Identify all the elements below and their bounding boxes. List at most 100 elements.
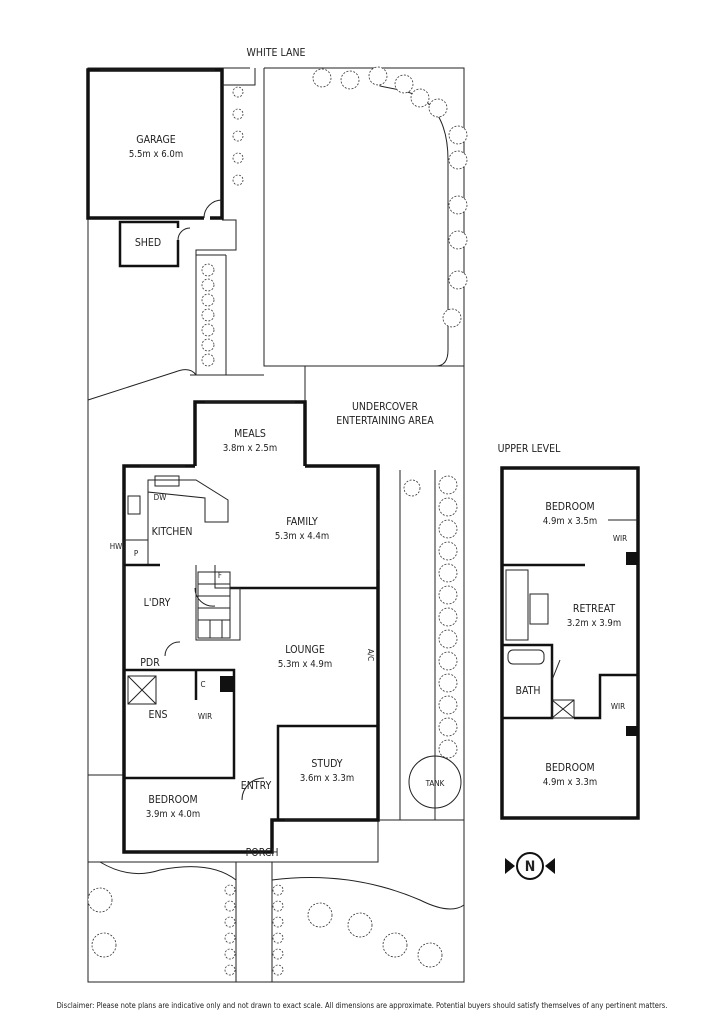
upper-wir1-label: WIR <box>613 534 627 543</box>
dw-label: DW <box>154 493 167 502</box>
tree-icon <box>224 948 236 960</box>
lounge-label: LOUNGE <box>285 644 325 656</box>
shed-label: SHED <box>135 237 161 249</box>
family-dim: 5.3m x 4.4m <box>275 531 329 542</box>
tree-icon <box>448 230 468 250</box>
upper-wir2-label: WIR <box>611 702 625 711</box>
garage-dim: 5.5m x 6.0m <box>129 149 183 160</box>
garage <box>86 68 224 220</box>
tree-icon <box>438 519 458 539</box>
meals-label: MEALS <box>234 428 266 440</box>
tree-icon <box>340 70 360 90</box>
tree-icon <box>448 195 468 215</box>
tree-icon <box>224 932 236 944</box>
tree-icon <box>232 108 244 120</box>
wir-label: WIR <box>198 712 212 721</box>
tree-icon <box>438 585 458 605</box>
tree-icon <box>232 152 244 164</box>
tree-icon <box>448 125 468 145</box>
tree-icon <box>232 86 244 98</box>
shed <box>118 220 191 268</box>
lawn-area <box>87 68 465 982</box>
study-label: STUDY <box>311 758 342 770</box>
hw-label: HW <box>110 542 123 551</box>
tree-icon <box>438 695 458 715</box>
undercover-label-2: ENTERTAINING AREA <box>336 415 434 427</box>
tree-icon <box>438 673 458 693</box>
bedroom-dim: 3.9m x 4.0m <box>146 809 200 820</box>
tree-icon <box>438 739 458 759</box>
tree-icon <box>394 74 414 94</box>
pdr-label: PDR <box>140 657 160 669</box>
upper-level-plan <box>500 466 640 820</box>
family-label: FAMILY <box>286 516 318 528</box>
tree-icon <box>347 912 373 938</box>
tree-icon <box>201 323 215 337</box>
house-walls <box>122 464 380 854</box>
tree-icon <box>224 916 236 928</box>
street-label: WHITE LANE <box>247 47 306 59</box>
retreat-dim: 3.2m x 3.9m <box>567 618 621 629</box>
tree-icon <box>201 353 215 367</box>
laundry-label: L'DRY <box>144 597 171 609</box>
tree-icon <box>442 308 462 328</box>
tree-icon <box>272 884 284 896</box>
tree-icon <box>224 884 236 896</box>
tank-label: TANK <box>425 779 445 788</box>
tree-icon <box>232 130 244 142</box>
upper-bedroom2-label: BEDROOM <box>545 762 594 774</box>
upper-bedroom2-dim: 4.9m x 3.3m <box>543 777 597 788</box>
tree-icon <box>201 308 215 322</box>
staircase <box>197 571 231 639</box>
tree-icon <box>438 629 458 649</box>
tree-icon <box>410 88 430 108</box>
tree-icon <box>368 66 388 86</box>
retreat-label: RETREAT <box>573 603 615 615</box>
cupboard-label: C <box>200 680 205 689</box>
tree-icon <box>272 916 284 928</box>
north-compass: N <box>505 852 555 880</box>
disclaimer: Disclaimer: Please note plans are indica… <box>57 1001 668 1010</box>
bedroom-label: BEDROOM <box>148 794 197 806</box>
tree-icon <box>224 900 236 912</box>
tree-icon <box>272 932 284 944</box>
tree-icon <box>91 932 117 958</box>
meals-dim: 3.8m x 2.5m <box>223 443 277 454</box>
tree-icon <box>428 98 448 118</box>
lounge-dim: 5.3m x 4.9m <box>278 659 332 670</box>
tree-icon <box>201 338 215 352</box>
tree-icon <box>438 497 458 517</box>
tree-icon <box>438 717 458 737</box>
bath-label: BATH <box>516 685 541 697</box>
study-dim: 3.6m x 3.3m <box>300 773 354 784</box>
trees <box>87 66 468 976</box>
tree-icon <box>232 174 244 186</box>
tree-icon <box>272 964 284 976</box>
compass-label: N <box>525 859 536 875</box>
upper-bedroom1-dim: 4.9m x 3.5m <box>543 516 597 527</box>
tree-icon <box>382 932 408 958</box>
tree-icon <box>438 607 458 627</box>
tree-icon <box>448 150 468 170</box>
tree-icon <box>201 263 215 277</box>
upper-bedroom1-label: BEDROOM <box>545 501 594 513</box>
porch-label: PORCH <box>246 847 279 859</box>
tree-icon <box>312 68 332 88</box>
entry-label: ENTRY <box>241 780 272 792</box>
fridge-label: F <box>218 571 222 580</box>
upper-level-title: UPPER LEVEL <box>498 443 561 455</box>
garage-label: GARAGE <box>136 134 176 146</box>
ensuite-label: ENS <box>148 709 167 721</box>
undercover-label-1: UNDERCOVER <box>352 401 419 413</box>
ac-label: A/C <box>366 649 375 661</box>
meals-room <box>193 400 307 466</box>
tree-icon <box>438 541 458 561</box>
tree-icon <box>272 948 284 960</box>
tree-icon <box>417 942 443 968</box>
tree-icon <box>307 902 333 928</box>
tree-icon <box>87 887 113 913</box>
tree-icon <box>438 475 458 495</box>
tree-icon <box>201 278 215 292</box>
